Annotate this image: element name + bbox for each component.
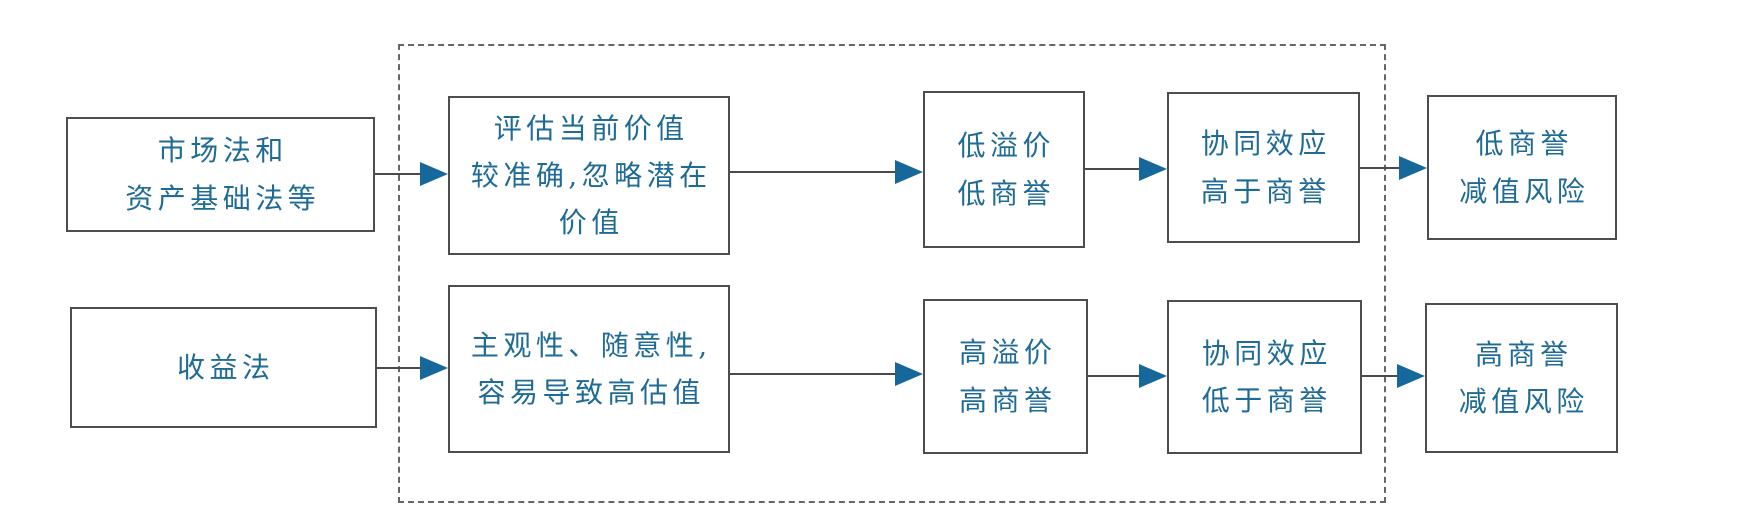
arrow-shaft xyxy=(730,373,895,375)
node-label: 协同效应 xyxy=(1200,127,1331,161)
arrow-low-premium-to-synergy-above xyxy=(1085,157,1167,181)
node-label: 低溢价 xyxy=(957,129,1055,163)
arrowhead-icon xyxy=(420,356,448,380)
node-label: 低于商誉 xyxy=(1201,384,1332,417)
arrowhead-icon xyxy=(1139,157,1167,181)
arrow-synergy-below-to-high-risk xyxy=(1362,364,1425,388)
arrow-shaft xyxy=(375,173,420,175)
node-label: 价值 xyxy=(558,206,624,240)
node-low-premium-low-goodwill: 低溢价 低商誉 xyxy=(923,91,1085,248)
arrow-synergy-above-to-low-risk xyxy=(1360,156,1427,180)
node-subjective-overvaluation: 主观性、随意性, 容易导致高估值 xyxy=(448,285,730,453)
node-label: 高溢价 xyxy=(959,336,1057,370)
node-assess-current-value: 评估当前价值 较准确,忽略潜在 价值 xyxy=(448,96,730,255)
arrow-shaft xyxy=(1360,167,1399,169)
node-income-method: 收益法 xyxy=(70,307,377,428)
arrow-income-to-subjective xyxy=(377,356,448,380)
node-label: 主观性、随意性, xyxy=(470,328,712,362)
node-label: 评估当前价值 xyxy=(493,111,689,145)
node-label: 低商誉 xyxy=(1475,127,1573,161)
dashed-boundary xyxy=(398,44,1386,503)
node-label: 资产基础法等 xyxy=(125,181,321,215)
arrow-market-to-assess xyxy=(375,162,448,186)
node-market-asset-method: 市场法和 资产基础法等 xyxy=(66,117,375,232)
arrow-subjective-to-high-premium xyxy=(730,362,923,386)
node-label: 市场法和 xyxy=(157,134,288,168)
node-label: 减值风险 xyxy=(1459,174,1590,208)
node-high-premium-high-goodwill: 高溢价 高商誉 xyxy=(923,299,1088,454)
node-label: 低商誉 xyxy=(957,176,1055,210)
node-label: 较准确,忽略潜在 xyxy=(470,158,712,192)
arrowhead-icon xyxy=(420,162,448,186)
node-synergy-above-goodwill: 协同效应 高于商誉 xyxy=(1167,92,1360,243)
arrow-shaft xyxy=(1088,375,1139,377)
node-label: 高于商誉 xyxy=(1200,174,1331,208)
node-label: 高商誉 xyxy=(959,383,1057,417)
arrowhead-icon xyxy=(1139,364,1167,388)
node-label: 减值风险 xyxy=(1458,385,1589,418)
arrow-shaft xyxy=(1085,168,1139,170)
arrow-shaft xyxy=(730,171,895,173)
node-label: 容易导致高估值 xyxy=(477,376,705,409)
arrowhead-icon xyxy=(1397,364,1425,388)
node-label: 收益法 xyxy=(177,350,275,384)
arrowhead-icon xyxy=(895,160,923,184)
arrowhead-icon xyxy=(1399,156,1427,180)
arrow-high-premium-to-synergy-below xyxy=(1088,364,1167,388)
arrowhead-icon xyxy=(895,362,923,386)
node-high-goodwill-impairment-risk: 高商誉 减值风险 xyxy=(1425,303,1618,453)
arrow-assess-to-low-premium xyxy=(730,160,923,184)
arrow-shaft xyxy=(377,367,420,369)
node-label: 协同效应 xyxy=(1201,336,1332,370)
node-label: 高商誉 xyxy=(1475,337,1573,371)
node-synergy-below-goodwill: 协同效应 低于商誉 xyxy=(1167,300,1362,454)
node-low-goodwill-impairment-risk: 低商誉 减值风险 xyxy=(1427,95,1617,240)
arrow-shaft xyxy=(1362,375,1397,377)
